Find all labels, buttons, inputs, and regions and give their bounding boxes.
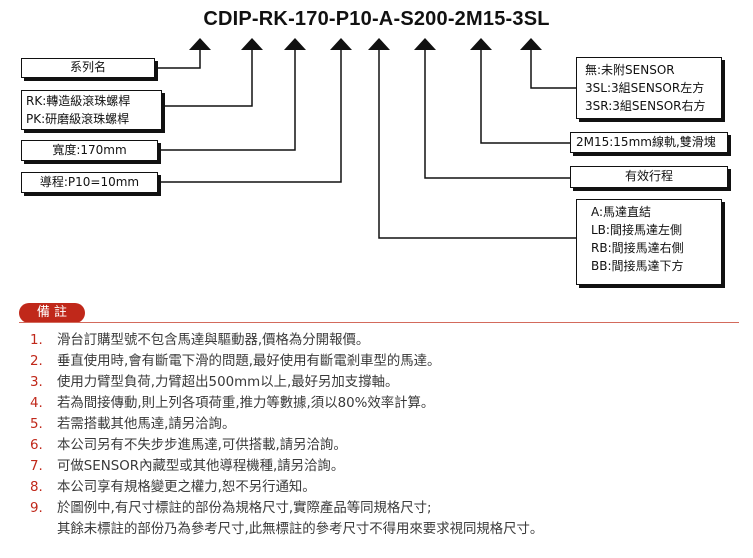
note-number: 1. (30, 333, 43, 348)
note-item: 1. 滑台訂購型號不包含馬達與驅動器,價格為分開報價。 (30, 330, 745, 351)
connector-motor (378, 48, 576, 239)
connector-rail (480, 48, 570, 144)
arrow-stroke (414, 38, 436, 50)
note-text: 垂直使用時,會有斷電下滑的問題,最好使用有斷電剎車型的馬達。 (57, 354, 441, 369)
motor-a: A:馬達直結 (591, 205, 652, 219)
connector-screw (162, 48, 253, 107)
sensor-none: 無:未附SENSOR (585, 63, 675, 77)
motor-lb: LB:間接馬達左側 (591, 223, 682, 237)
note-number: 9. (30, 501, 43, 516)
note-number: 3. (30, 375, 43, 390)
note-text: 若需搭載其他馬達,請另洽詢。 (57, 417, 236, 432)
note-text: 滑台訂購型號不包含馬達與驅動器,價格為分開報價。 (57, 333, 370, 348)
stroke-box: 有效行程 (570, 166, 728, 188)
note-item: 7. 可做SENSOR內藏型或其他導程機種,請另洽詢。 (30, 456, 745, 477)
motor-box: A:馬達直結 LB:間接馬達左側 RB:間接馬達右側 BB:間接馬達下方 (576, 199, 722, 285)
note-number: 5. (30, 417, 43, 432)
arrow-screw (241, 38, 263, 50)
series-name-label: 系列名 (69, 60, 106, 74)
motor-rb: RB:間接馬達右側 (591, 241, 684, 255)
sensor-3sr: 3SR:3組SENSOR右方 (585, 99, 706, 113)
rail-box: 2M15:15mm線軌,雙滑塊 (570, 132, 728, 153)
connector-series (155, 48, 201, 69)
notes-divider (19, 322, 739, 323)
screw-type-pk: PK:研磨級滾珠螺桿 (26, 112, 130, 126)
stroke-label: 有效行程 (624, 169, 673, 183)
sensor-box: 無:未附SENSOR 3SL:3組SENSOR左方 3SR:3組SENSOR右方 (576, 57, 722, 119)
note-text: 於圖例中,有尺寸標註的部份為規格尺寸,實際產品等同規格尺寸; (57, 501, 432, 516)
note-number: 4. (30, 396, 43, 411)
note-text: 本公司享有規格變更之權力,恕不另行通知。 (57, 480, 316, 495)
width-box: 寬度:170mm (21, 140, 158, 161)
note-text: 若為間接傳動,則上列各項荷重,推力等數據,須以80%效率計算。 (57, 396, 435, 411)
note-number: 6. (30, 438, 43, 453)
note-continuation: 其餘未標註的部份乃為參考尺寸,此無標註的參考尺寸不得用來要求視同規格尺寸。 (57, 522, 544, 537)
notes-badge: 備 註 (19, 303, 85, 323)
note-item: 9. 於圖例中,有尺寸標註的部份為規格尺寸,實際產品等同規格尺寸; (30, 498, 745, 519)
note-item: 6. 本公司另有不失步步進馬達,可供搭載,請另洽詢。 (30, 435, 745, 456)
note-item: 8. 本公司享有規格變更之權力,恕不另行通知。 (30, 477, 745, 498)
connector-width (158, 48, 296, 151)
note-number: 7. (30, 459, 43, 474)
connector-stroke (424, 48, 570, 179)
arrow-lead (330, 38, 352, 50)
screw-type-rk: RK:轉造級滾珠螺桿 (26, 94, 131, 108)
series-name-box: 系列名 (21, 58, 155, 78)
note-text: 可做SENSOR內藏型或其他導程機種,請另洽詢。 (57, 459, 345, 474)
arrow-sensor (520, 38, 542, 50)
arrow-series (189, 38, 211, 50)
rail-label: 2M15:15mm線軌,雙滑塊 (576, 135, 716, 149)
note-number: 8. (30, 480, 43, 495)
screw-type-box: RK:轉造級滾珠螺桿 PK:研磨級滾珠螺桿 (21, 90, 162, 130)
lead-box: 導程:P10=10mm (21, 172, 158, 193)
note-item: 5. 若需搭載其他馬達,請另洽詢。 (30, 414, 745, 435)
arrow-rail (470, 38, 492, 50)
note-text: 本公司另有不失步步進馬達,可供搭載,請另洽詢。 (57, 438, 347, 453)
note-text: 使用力臂型負荷,力臂超出500mm以上,最好另加支撐軸。 (57, 375, 399, 390)
notes-list: 1. 滑台訂購型號不包含馬達與驅動器,價格為分開報價。 2. 垂直使用時,會有斷電下… (30, 330, 745, 540)
lead-label: 導程:P10=10mm (39, 175, 140, 189)
connector-sensor (530, 48, 576, 89)
connector-lead (158, 48, 342, 183)
arrow-width (284, 38, 306, 50)
note-item: 4. 若為間接傳動,則上列各項荷重,推力等數據,須以80%效率計算。 (30, 393, 745, 414)
sensor-3sl: 3SL:3組SENSOR左方 (585, 81, 705, 95)
note-number: 2. (30, 354, 43, 369)
width-label: 寬度:170mm (52, 143, 127, 157)
motor-bb: BB:間接馬達下方 (591, 259, 684, 273)
note-item: 3. 使用力臂型負荷,力臂超出500mm以上,最好另加支撐軸。 (30, 372, 745, 393)
model-code-title: CDIP-RK-170-P10-A-S200-2M15-3SL (203, 8, 550, 30)
note-item: 2. 垂直使用時,會有斷電下滑的問題,最好使用有斷電剎車型的馬達。 (30, 351, 745, 372)
code-breakdown-diagram (155, 38, 576, 239)
arrow-motor (368, 38, 390, 50)
